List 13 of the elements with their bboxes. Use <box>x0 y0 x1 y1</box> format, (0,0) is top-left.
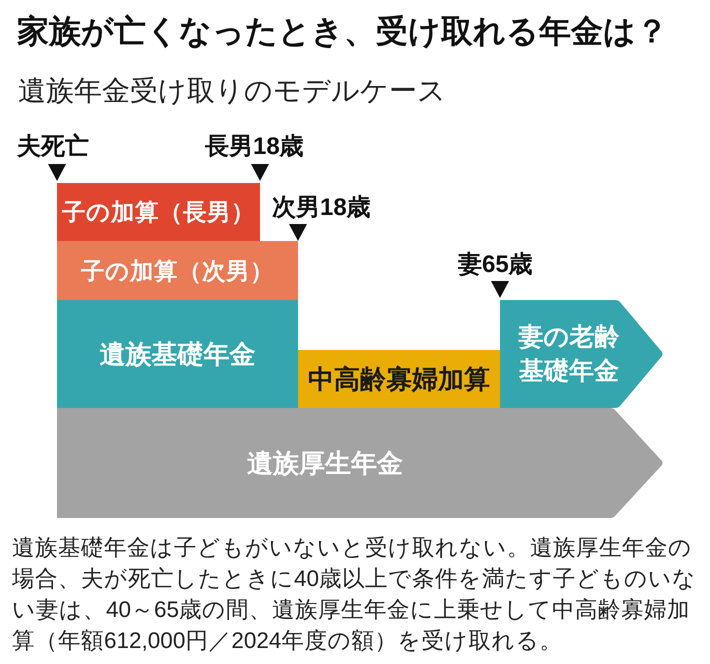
caption-text: 遺族基礎年金は子どもがいないと受け取れない。遺族厚生年金の場合、夫が死亡したときに40歳以上で条件を満たす子どものいない妻は、40～65歳の間、遺族厚生年金に上乗せして中高齢寡婦加算（年額612,000円／2024年度の額）を受け取れる。 <box>12 534 698 655</box>
subheading: 遺族年金受け取りのモデルケース <box>18 74 446 108</box>
event-label: 妻65歳 <box>458 251 533 279</box>
event-label: 長男18歳 <box>205 133 304 161</box>
pension-bar: 子の加算（長男） <box>57 183 260 241</box>
event-label: 次男18歳 <box>272 194 371 222</box>
pension-bar: 中高齢寡婦加算 <box>298 350 500 408</box>
pension-label: 遺族厚生年金 <box>246 447 404 480</box>
pension-bar: 遺族基礎年金 <box>57 300 298 408</box>
event-label: 夫死亡 <box>17 133 89 161</box>
heading: 家族が亡くなったとき、受け取れる年金は？ <box>17 12 668 51</box>
pension-label: 妻の老齢基礎年金 <box>518 322 620 387</box>
pension-bar: 子の加算（次男） <box>57 241 298 300</box>
